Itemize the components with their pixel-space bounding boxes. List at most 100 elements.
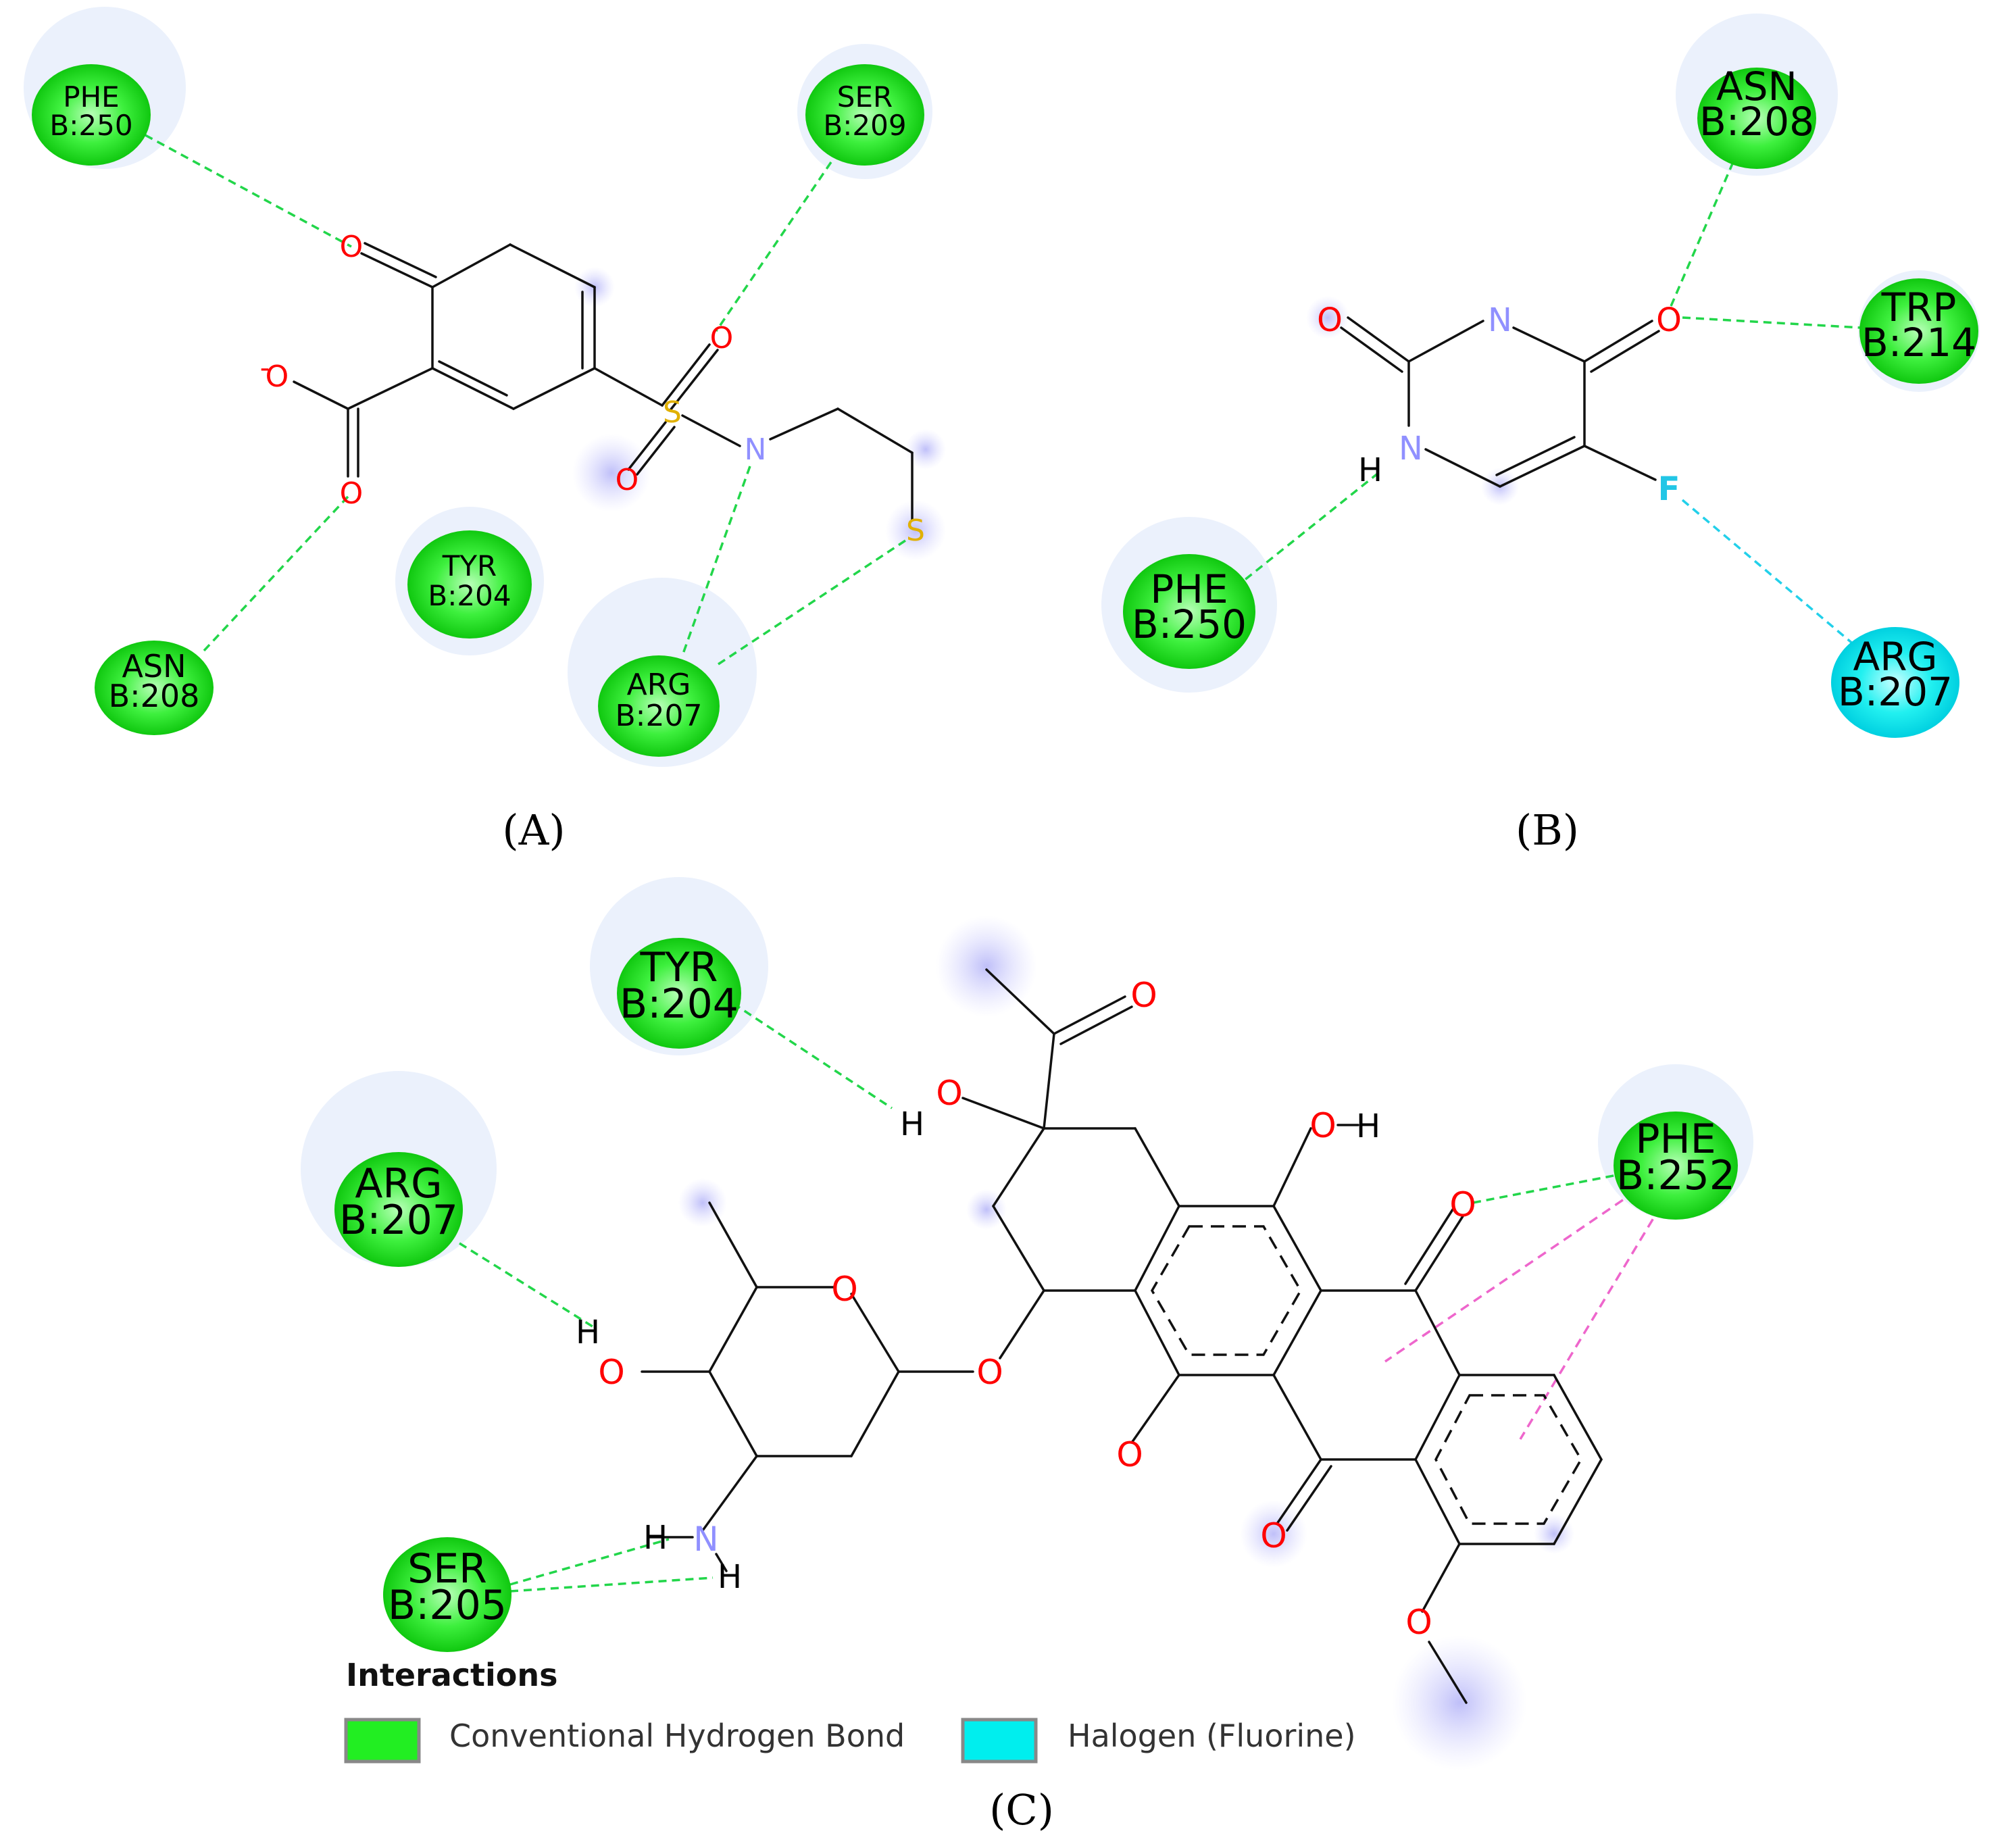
residue-arg-207: ARG B:207 — [1831, 627, 1959, 738]
pi-interaction-line — [1384, 1181, 1649, 1363]
ligand-a — [293, 242, 914, 522]
hydrogen-atom: H — [900, 1105, 924, 1143]
hbond-line — [716, 539, 906, 667]
exposure-spot — [905, 429, 946, 470]
svg-text:B:205: B:205 — [388, 1582, 507, 1629]
svg-text:SER: SER — [837, 80, 893, 114]
residue-tyr-204: TYR B:204 — [617, 938, 741, 1049]
legend-swatch-hbond — [344, 1718, 421, 1764]
legend-label-hbond: Conventional Hydrogen Bond — [449, 1718, 905, 1754]
residue-arg-207: ARG B:207 — [598, 655, 720, 757]
panel-label-b: (B) — [1516, 805, 1579, 855]
exposure-spot — [1392, 1635, 1527, 1770]
nitrogen-atom: N — [745, 432, 767, 467]
oxygen-atom: O — [1656, 301, 1682, 339]
oxygen-atom: O — [1309, 1106, 1336, 1145]
hbond-line — [1682, 316, 1862, 329]
fluorine-atom: F — [1658, 470, 1680, 508]
panel-c: O O H O H O O O O O O O H N H H TYR B:20… — [301, 877, 1753, 1834]
oxygen-atom: O — [1116, 1435, 1143, 1474]
legend-title: Interactions — [346, 1657, 558, 1693]
exposure-spot — [936, 916, 1037, 1017]
oxygen-atom: O — [1405, 1603, 1432, 1642]
residue-ser-205: SER B:205 — [383, 1537, 511, 1652]
svg-text:B:208: B:208 — [1699, 99, 1814, 145]
exposure-spot — [885, 500, 946, 561]
oxygen-atom: O — [598, 1353, 624, 1392]
residue-phe-252: PHE B:252 — [1614, 1112, 1738, 1220]
oxygen-atom: O — [340, 476, 364, 511]
svg-text:B:252: B:252 — [1616, 1152, 1735, 1199]
legend-label-halogen: Halogen (Fluorine) — [1068, 1718, 1356, 1754]
panel-a: O O - O S O O N S PHE B:250 SER B:209 TY… — [24, 7, 946, 855]
residue-ser-209: SER B:209 — [805, 64, 924, 166]
residue-phe-250: PHE B:250 — [32, 64, 151, 166]
hydrogen-atom: H — [576, 1314, 600, 1351]
oxygen-atom: O — [616, 463, 639, 497]
legend-swatch-halogen — [961, 1718, 1038, 1764]
svg-text:B:207: B:207 — [339, 1197, 458, 1244]
exposure-spot — [1306, 296, 1349, 339]
svg-text:TRP: TRP — [1881, 284, 1957, 330]
hbond-line — [681, 466, 751, 656]
hbond-line — [509, 1576, 714, 1593]
sulfur-atom: S — [906, 514, 925, 548]
oxygen-atom: O — [936, 1074, 962, 1113]
ligand-c — [641, 968, 1603, 1704]
exposure-spot — [572, 434, 651, 512]
residue-asn-208: ASN B:208 — [1697, 64, 1816, 169]
nitrogen-atom: N — [1399, 430, 1423, 468]
svg-text:PHE: PHE — [1150, 566, 1228, 612]
oxygen-atom: O — [1260, 1516, 1286, 1555]
panel-label-a: (A) — [502, 805, 565, 855]
nitrogen-atom: N — [1488, 301, 1512, 339]
hbond-line — [1668, 161, 1734, 311]
ligand-b — [1340, 316, 1660, 488]
residue-tyr-204: TYR B:204 — [407, 530, 532, 639]
residue-phe-250: PHE B:250 — [1123, 554, 1255, 669]
svg-text:ARG: ARG — [627, 668, 691, 702]
svg-text:TYR: TYR — [442, 549, 497, 582]
oxygen-atom: O — [831, 1270, 857, 1309]
panel-label-c: (C) — [989, 1785, 1054, 1834]
oxygen-atom: O — [266, 359, 289, 394]
hydrogen-atom: H — [718, 1558, 742, 1596]
oxygen-atom: O — [340, 230, 364, 264]
svg-text:B:214: B:214 — [1861, 320, 1976, 366]
exposure-spot — [1240, 1500, 1307, 1568]
hbond-line — [732, 1002, 893, 1109]
hbond-line — [715, 161, 832, 332]
svg-text:PHE: PHE — [1635, 1116, 1716, 1163]
hbond-line — [1242, 472, 1380, 582]
hydrogen-atom: H — [643, 1519, 668, 1557]
svg-text:ASN: ASN — [122, 648, 186, 684]
pi-interaction-line — [1519, 1192, 1670, 1440]
svg-text:B:208: B:208 — [109, 678, 200, 714]
svg-text:B:209: B:209 — [823, 109, 906, 142]
oxygen-atom: O — [976, 1353, 1003, 1392]
exposure-spot — [678, 1178, 727, 1227]
svg-text:B:204: B:204 — [620, 980, 739, 1028]
svg-text:PHE: PHE — [63, 80, 119, 114]
panel-b: O N O N H F ASN B:208 TRP B:214 PHE B:25… — [1101, 14, 1980, 855]
residue-trp-214: TRP B:214 — [1859, 278, 1978, 384]
oxygen-atom: O — [1317, 301, 1343, 339]
hbond-line — [145, 134, 352, 248]
sulfur-atom: S — [663, 395, 682, 430]
legend: Interactions Conventional Hydrogen Bond … — [344, 1657, 1356, 1764]
nitrogen-atom: N — [693, 1520, 718, 1559]
svg-text:ARG: ARG — [355, 1160, 442, 1207]
hbond-line — [509, 1538, 670, 1586]
halogen-bond-line — [1681, 499, 1856, 647]
residue-arg-207: ARG B:207 — [334, 1152, 463, 1267]
oxygen-atom: O — [1130, 976, 1157, 1015]
svg-text:B:250: B:250 — [49, 109, 132, 142]
svg-text:B:204: B:204 — [428, 579, 511, 612]
hydrogen-atom: H — [1356, 1107, 1380, 1145]
svg-text:SER: SER — [407, 1545, 487, 1593]
svg-text:B:207: B:207 — [1838, 669, 1953, 715]
svg-text:ARG: ARG — [1853, 634, 1938, 680]
svg-text:B:207: B:207 — [616, 699, 703, 733]
hydrogen-atom: H — [1358, 451, 1382, 489]
